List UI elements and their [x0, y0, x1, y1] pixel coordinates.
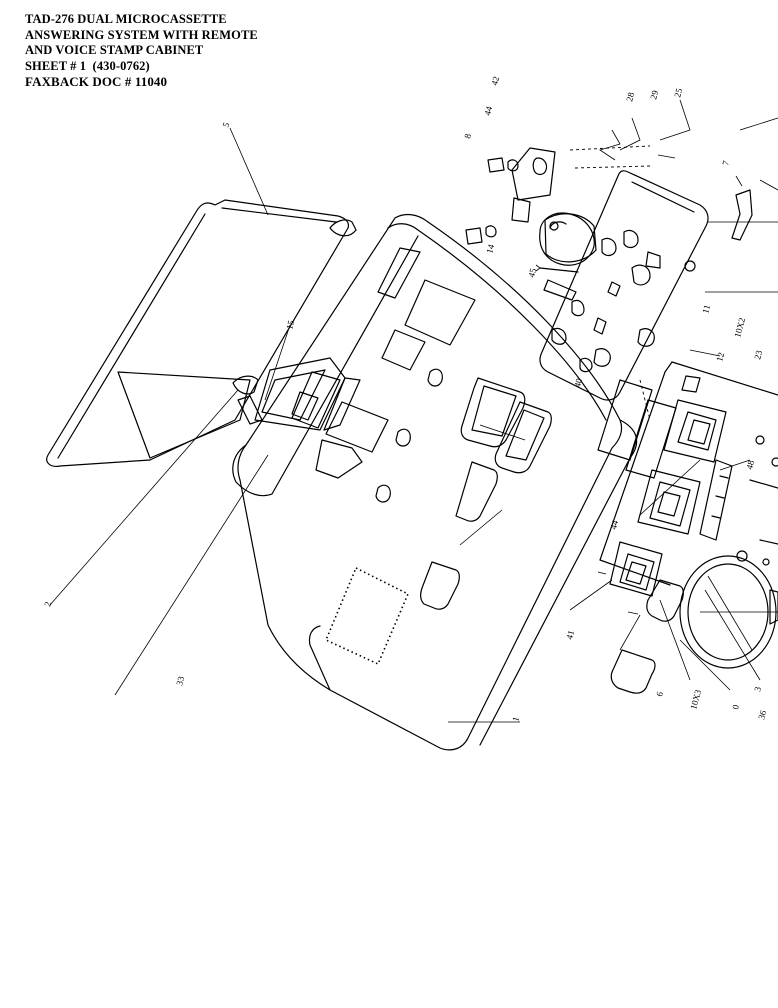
callout-numbers: 5 15 2 33 1 42 44 8 14 28 29 25 45 40 7 …: [42, 75, 768, 722]
title-line-1: TAD-276 DUAL MICROCASSETTE: [25, 12, 227, 26]
cassette-door: [237, 357, 361, 431]
callout-29: 29: [648, 89, 660, 101]
callout-15: 15: [284, 319, 296, 331]
title-line-4: SHEET # 1 (430-0762): [25, 58, 150, 73]
callout-12: 12: [714, 351, 726, 362]
sheet-title: TAD-276 DUAL MICROCASSETTE ANSWERING SYS…: [25, 12, 258, 90]
callout-41: 41: [564, 629, 576, 640]
pc-board: [597, 361, 778, 694]
callout-48: 48: [744, 459, 756, 471]
callout-6: 6: [654, 690, 665, 697]
title-line-5: FAXBACK DOC # 11040: [25, 74, 168, 89]
speaker: [679, 539, 778, 669]
callout-5: 5: [220, 121, 231, 129]
callout-33: 33: [174, 675, 186, 687]
title-line-2: ANSWERING SYSTEM WITH REMOTE: [25, 27, 258, 42]
tape-mechanism: [465, 99, 753, 401]
callout-36: 36: [756, 709, 768, 721]
callout-10x2: 10X2: [732, 317, 747, 339]
callout-8: 8: [462, 132, 473, 139]
callout-3: 3: [752, 685, 763, 692]
title-line-3: AND VOICE STAMP CABINET: [25, 43, 204, 57]
callout-10x3: 10X3: [688, 688, 703, 710]
callout-45: 45: [526, 267, 538, 279]
leader-lines-right: [448, 117, 778, 723]
callout-14: 14: [484, 243, 496, 255]
callout-1: 1: [510, 716, 521, 723]
callout-23: 23: [752, 349, 764, 361]
cabinet-top: [232, 213, 638, 751]
callout-0: 0: [730, 703, 741, 710]
lid-cover: [46, 199, 357, 467]
callout-44-top: 44: [482, 105, 494, 117]
callout-40: 40: [572, 377, 584, 389]
callout-44-mid: 44: [608, 519, 620, 531]
callout-7: 7: [720, 159, 731, 166]
callout-11: 11: [700, 304, 712, 315]
callout-2: 2: [42, 601, 53, 608]
callout-25: 25: [672, 87, 684, 99]
callout-28: 28: [624, 91, 636, 103]
callout-42: 42: [489, 75, 501, 86]
